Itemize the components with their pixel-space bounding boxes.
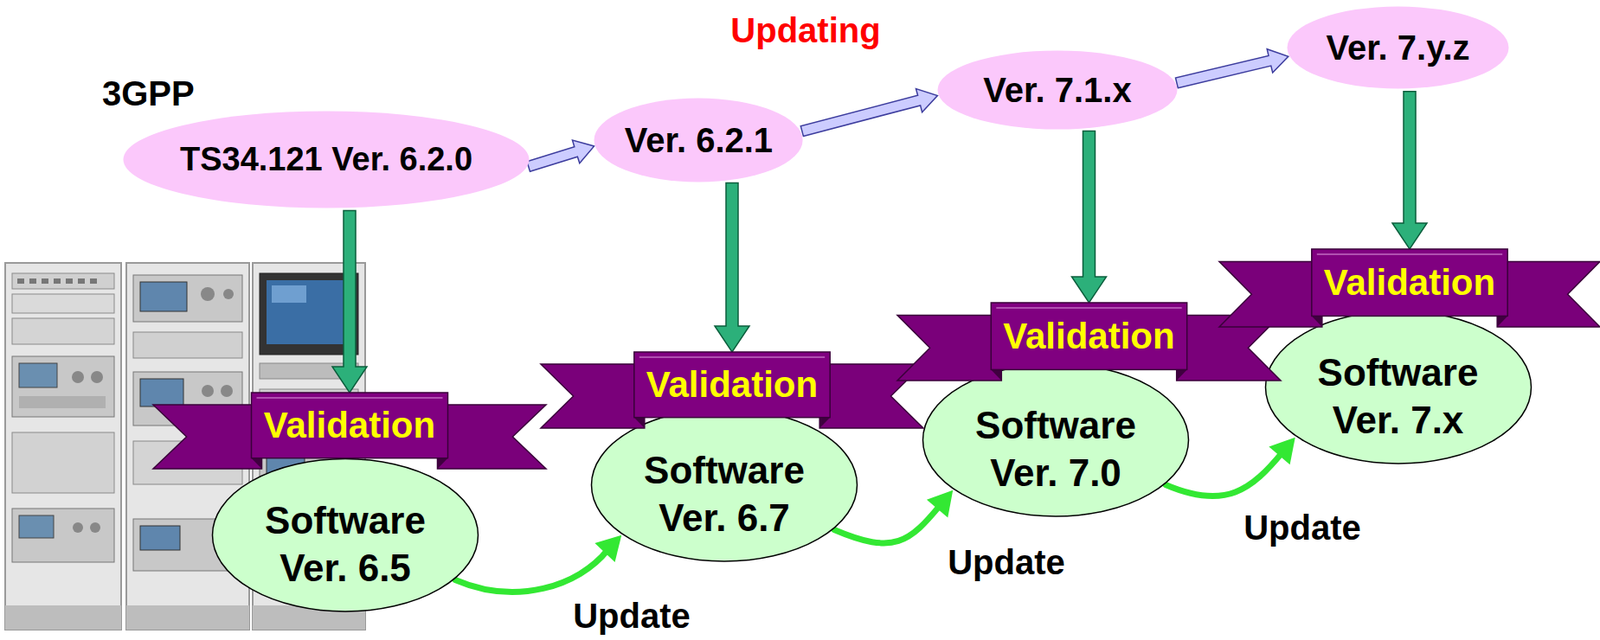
software-version-ellipse: Software Ver. 7.0 xyxy=(921,362,1190,519)
ribbon-banner xyxy=(251,392,449,459)
ribbon-wing xyxy=(153,404,263,470)
validation-arrow xyxy=(1392,91,1427,250)
edge-label: Update xyxy=(1243,507,1362,548)
ribbon-curl xyxy=(995,307,1182,309)
arrow-shape xyxy=(526,140,595,172)
ribbon-wing xyxy=(897,314,1002,381)
ellipse-outline xyxy=(123,111,530,209)
ellipse-outline xyxy=(1287,6,1510,90)
text-area: Software Ver. 7.0 xyxy=(921,371,1190,527)
edge-label: Update xyxy=(947,542,1066,583)
validation-arrow xyxy=(332,211,367,393)
ribbon-fold xyxy=(437,458,449,470)
arrow-shape xyxy=(1072,130,1107,303)
ellipse-outline xyxy=(212,459,479,613)
node-text: Ver. 7.y.z xyxy=(1325,27,1470,68)
validation-ribbon: Validation xyxy=(540,352,924,429)
ribbon-fold xyxy=(1311,315,1323,328)
text-area: Validation xyxy=(990,302,1187,370)
node-text: Ver. 6.2.1 xyxy=(624,120,773,161)
status-label: Updating xyxy=(730,10,881,51)
node-text: Software Ver. 6.7 xyxy=(629,446,820,542)
ellipse-outline xyxy=(938,51,1178,130)
node-text: Software Ver. 7.x xyxy=(1303,348,1494,444)
arrow-head xyxy=(926,490,953,519)
arrow-shape xyxy=(332,211,367,393)
validation-ribbon: Validation xyxy=(1219,249,1600,328)
software-version-ellipse: Software Ver. 6.7 xyxy=(590,407,859,564)
arrow-head xyxy=(594,535,622,563)
spec-version-ellipse: Ver. 6.2.1 xyxy=(592,96,804,184)
version-arrow xyxy=(800,89,938,137)
text-area: Validation xyxy=(634,352,830,418)
ribbon-banner xyxy=(1311,249,1508,316)
ribbon-text: Validation xyxy=(646,364,818,406)
text-area: Software Ver. 7.x xyxy=(1264,318,1533,475)
ellipse-outline xyxy=(1265,311,1531,465)
node-text: Ver. 7.1.x xyxy=(983,70,1131,110)
ribbon-fold xyxy=(251,458,263,470)
text-area: Software Ver. 6.7 xyxy=(590,416,859,572)
ribbon-banner xyxy=(990,302,1187,370)
text-area: Ver. 6.2.1 xyxy=(592,96,804,184)
node-text: Software Ver. 6.5 xyxy=(250,496,441,592)
spec-version-ellipse: Ver. 7.1.x xyxy=(936,49,1179,131)
arrow-head xyxy=(1268,437,1295,466)
arrow-shape xyxy=(714,182,750,353)
edge-label: Update xyxy=(572,596,691,637)
text-area: TS34.121 Ver. 6.2.0 xyxy=(122,109,531,210)
node-text: Software Ver. 7.0 xyxy=(960,401,1151,497)
ribbon-text: Validation xyxy=(263,404,436,447)
validation-ribbon: Validation xyxy=(153,392,547,470)
software-version-ellipse: Software Ver. 6.5 xyxy=(211,457,480,614)
arrow-shape xyxy=(1175,49,1289,89)
ribbon-fold xyxy=(634,417,645,429)
ribbon-fold xyxy=(1176,369,1188,381)
group-heading: 3GPP xyxy=(102,73,195,114)
validation-ribbon: Validation xyxy=(897,302,1281,381)
arrow-line xyxy=(455,550,609,593)
ribbon-curl xyxy=(639,356,825,359)
validation-arrow xyxy=(1072,130,1107,303)
arrow-shape xyxy=(1392,91,1427,250)
ribbon-curl xyxy=(257,397,444,399)
text-area: Ver. 7.1.x xyxy=(936,49,1179,131)
ellipse-outline xyxy=(594,98,804,183)
ribbon-fold xyxy=(1497,315,1508,328)
ribbon-text: Validation xyxy=(1323,262,1496,304)
text-area: Software Ver. 6.5 xyxy=(211,466,480,623)
ribbon-fold xyxy=(819,417,830,429)
text-area: Validation xyxy=(251,392,449,459)
ellipse-outline xyxy=(591,409,858,563)
ribbon-text: Validation xyxy=(1002,315,1175,358)
text-area: Ver. 7.y.z xyxy=(1285,5,1511,90)
spec-version-ellipse: Ver. 7.y.z xyxy=(1285,5,1511,90)
version-arrow xyxy=(1175,49,1289,89)
software-version-ellipse: Software Ver. 7.x xyxy=(1264,309,1533,466)
ellipse-outline xyxy=(923,364,1189,518)
node-text: TS34.121 Ver. 6.2.0 xyxy=(179,141,473,180)
ribbon-banner xyxy=(634,352,830,418)
ribbon-wing xyxy=(1219,261,1323,328)
ribbon-wing xyxy=(1497,261,1600,328)
version-arrow xyxy=(526,140,595,172)
rack-cabinet xyxy=(5,263,122,630)
validation-arrow xyxy=(714,182,750,353)
ribbon-fold xyxy=(990,369,1002,381)
update-arrow xyxy=(455,535,622,593)
ribbon-wing xyxy=(437,404,547,470)
spec-version-ellipse: TS34.121 Ver. 6.2.03GPP xyxy=(122,109,531,210)
text-area: Validation xyxy=(1311,249,1508,316)
ribbon-wing xyxy=(540,364,645,429)
arrow-shape xyxy=(800,89,938,137)
ribbon-curl xyxy=(1317,253,1503,256)
